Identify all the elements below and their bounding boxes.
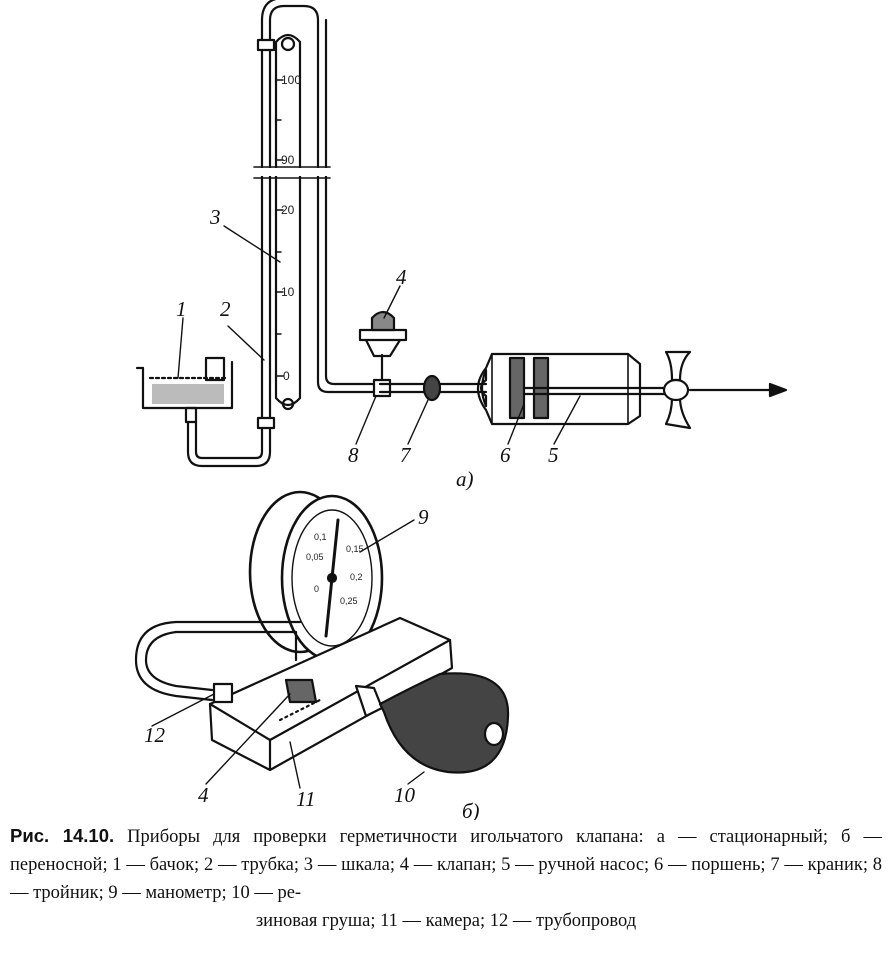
figure-caption: Рис. 14.10. Приборы для проверки гермети…: [10, 822, 882, 935]
figure-diagram: 100 90 20 10 0 0,1 0,15 0,2 0,25 0,05 0 …: [134, 0, 788, 820]
callout-10: 10: [394, 783, 416, 807]
caption-last-line: зиновая груша; 11 — камера; 12 — трубопр…: [255, 911, 637, 931]
gauge-mark-0-15: 0,15: [346, 544, 364, 554]
callout-9: 9: [418, 505, 429, 529]
rubber-bulb: [354, 672, 510, 774]
callout-2: 2: [220, 297, 231, 321]
callout-7: 7: [400, 443, 412, 467]
scale-tick-90: 90: [281, 153, 295, 167]
leader-lines: [151, 225, 581, 789]
gauge-mark-0-2: 0,2: [350, 572, 363, 582]
caption-text: Приборы для проверки герметичности иголь…: [10, 827, 882, 903]
callout-8: 8: [348, 443, 359, 467]
callout-11: 11: [296, 787, 315, 811]
gauge-mark-0-25: 0,25: [340, 596, 358, 606]
callout-1: 1: [176, 297, 187, 321]
scale-tick-100: 100: [281, 73, 301, 87]
faucet: [422, 374, 442, 402]
scale-tick-10: 10: [281, 285, 295, 299]
panel-label-a: а): [456, 467, 474, 491]
gauge-mark-0: 0: [314, 584, 319, 594]
pipeline: [134, 620, 318, 704]
callout-5: 5: [548, 443, 559, 467]
panel-label-b: б): [462, 799, 480, 820]
scale-tick-0: 0: [283, 369, 290, 383]
callout-6: 6: [500, 443, 511, 467]
gauge-mark-0-1: 0,1: [314, 532, 327, 542]
scale: [250, 33, 334, 411]
callout-12: 12: [144, 723, 166, 747]
callout-4-bottom: 4: [198, 783, 209, 807]
callout-3: 3: [209, 205, 221, 229]
figure-number: Рис. 14.10.: [10, 825, 115, 846]
scale-tick-20: 20: [281, 203, 295, 217]
needle-valve: [358, 310, 408, 358]
gauge-mark-0-05: 0,05: [306, 552, 324, 562]
tank: [135, 356, 234, 424]
hand-pump: [476, 350, 788, 430]
tube: [186, 0, 382, 468]
callout-4-top: 4: [396, 265, 407, 289]
chamber: [208, 616, 454, 772]
